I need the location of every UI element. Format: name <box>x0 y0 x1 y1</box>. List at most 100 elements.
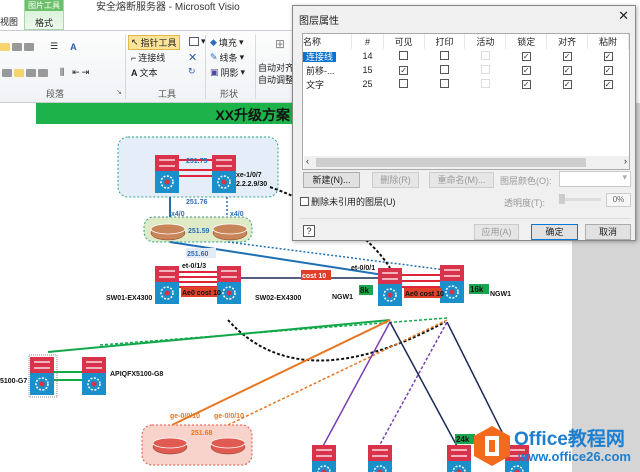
rotate-icon[interactable]: ↻ <box>188 66 196 76</box>
horizontal-scrollbar[interactable]: ‹ › <box>304 156 629 169</box>
group-tools-label: 工具 <box>158 89 177 99</box>
column-header[interactable]: 锁定 <box>505 34 548 49</box>
close-icon[interactable]: ✕ <box>618 8 629 23</box>
layer-color-select[interactable]: ▾ <box>559 171 631 187</box>
scroll-left-icon: ‹ <box>306 156 309 166</box>
auto-align-button[interactable]: 自动对齐 <box>258 63 295 73</box>
diagram-label: SW01-EX4300 <box>106 295 152 302</box>
diagram-label: NGW1 <box>332 294 353 301</box>
snap-checkbox[interactable]: ✓ <box>562 80 572 89</box>
column-header[interactable]: 可见 <box>383 34 425 49</box>
auto-align-icon: ⊞ <box>275 37 286 51</box>
picture-tools-tab[interactable]: 图片工具 格式 <box>24 0 64 30</box>
diagram-title-bar: XX升级方案 <box>36 103 292 124</box>
auto-adjust-button[interactable]: 自动调整 <box>258 75 295 85</box>
switch-icon <box>30 357 54 395</box>
shadow-icon: ▣ <box>210 67 219 77</box>
rectangle-tool-button[interactable]: ▾ <box>189 36 206 47</box>
scrollbar-thumb[interactable] <box>316 158 586 167</box>
delete-layer-button[interactable]: 删除(R) <box>372 172 419 188</box>
layer-row[interactable]: 前移-...15✓✓✓✓ <box>303 63 629 77</box>
scroll-right-icon: › <box>624 156 627 166</box>
print-checkbox[interactable] <box>439 64 449 74</box>
lock-checkbox[interactable]: ✓ <box>521 80 531 89</box>
help-icon[interactable]: ? <box>303 225 315 237</box>
align-buttons-row1[interactable]: ☰A <box>0 41 77 52</box>
lock-checkbox[interactable]: ✓ <box>521 66 531 75</box>
column-header[interactable]: # <box>351 34 384 49</box>
visible-checkbox[interactable] <box>399 78 409 88</box>
remove-unreferenced-checkbox[interactable]: 删除未引用的图层(U) <box>300 195 396 208</box>
column-header[interactable]: 对齐 <box>546 34 589 49</box>
outdent-icon: ⇥ <box>81 67 90 77</box>
lock-checkbox[interactable]: ✓ <box>521 52 531 61</box>
diagram-label: 251.75 <box>186 158 208 165</box>
switch-icon <box>155 266 179 304</box>
glue-checkbox[interactable]: ✓ <box>603 66 613 75</box>
column-header[interactable]: 名称 <box>303 34 353 49</box>
active-checkbox[interactable] <box>480 64 490 74</box>
diagram-label: 16k <box>470 285 484 294</box>
label-bg <box>301 270 331 280</box>
ok-button[interactable]: 确定 <box>531 224 578 240</box>
diagram-label: 251.60 <box>187 251 209 258</box>
snap-checkbox[interactable]: ✓ <box>562 66 572 75</box>
link-ngw2-sw <box>377 321 448 449</box>
apply-button[interactable]: 应用(A) <box>474 224 519 240</box>
connector-tool-button[interactable]: ⌐连接线 <box>131 52 166 64</box>
transparency-value[interactable]: 0% <box>606 193 631 207</box>
print-checkbox[interactable] <box>439 50 449 60</box>
close-shape-icon[interactable]: ✕ <box>188 52 198 64</box>
line-button[interactable]: ✎线条▾ <box>210 52 245 63</box>
layer-name[interactable]: 文字 <box>306 79 325 90</box>
diagram-label: ge-0/0/10 <box>214 413 244 420</box>
group-paragraph-label: 段落 <box>46 89 65 99</box>
diagram-label: 2.2.2.9/30 <box>236 181 267 188</box>
column-header[interactable]: 打印 <box>424 34 466 49</box>
cancel-button[interactable]: 取消 <box>585 224 631 240</box>
new-layer-button[interactable]: 新建(N)... <box>303 172 360 188</box>
active-checkbox[interactable] <box>480 78 490 88</box>
diagram-label: et-0/1/3 <box>182 263 206 270</box>
label-bg <box>186 248 216 258</box>
print-checkbox[interactable] <box>439 78 449 88</box>
window-title: 安全熔断服务器 - Microsoft Visio <box>96 2 240 13</box>
dialog-title: 图层属性 <box>299 16 339 27</box>
pointer-tool-button[interactable]: ↖指针工具 <box>128 35 180 50</box>
dialog-launcher-icon[interactable]: ↘ <box>116 89 122 96</box>
layer-color-label: 图层颜色(O): <box>500 176 552 186</box>
bullets-icon[interactable]: ☰ <box>50 41 59 51</box>
column-header[interactable]: 活动 <box>464 34 507 49</box>
layer-name[interactable]: 连接线 <box>303 51 337 62</box>
fill-button[interactable]: ◆填充▾ <box>210 37 244 48</box>
active-checkbox[interactable] <box>480 50 490 60</box>
column-header[interactable]: 粘附 <box>587 34 629 49</box>
shadow-button[interactable]: ▣阴影▾ <box>210 67 246 78</box>
snap-checkbox[interactable]: ✓ <box>562 52 572 61</box>
router-top <box>152 437 188 449</box>
label-bg <box>181 287 217 297</box>
tab-format[interactable]: 格式 <box>34 18 53 28</box>
switch-icon <box>447 445 471 472</box>
glue-checkbox[interactable]: ✓ <box>603 80 613 89</box>
tab-view[interactable]: 视图 <box>0 17 19 27</box>
link-router-ngw2 <box>227 241 447 271</box>
glue-checkbox[interactable]: ✓ <box>603 52 613 61</box>
diagram-label: x4/0 <box>230 211 244 218</box>
rename-layer-button[interactable]: 重命名(M)... <box>429 172 494 188</box>
font-size-icon[interactable]: A <box>70 41 77 52</box>
diagram-label: APIQFX5100-G8 <box>110 371 163 378</box>
align-buttons-row2[interactable]: ⫼⇤⇥ <box>2 67 89 78</box>
visible-checkbox[interactable] <box>399 50 409 60</box>
transparency-slider[interactable] <box>559 194 601 204</box>
core-group <box>117 136 279 198</box>
layer-name[interactable]: 前移-... <box>306 65 335 76</box>
indent-icon: ⇤ <box>72 67 80 77</box>
visible-checkbox[interactable]: ✓ <box>399 66 409 75</box>
